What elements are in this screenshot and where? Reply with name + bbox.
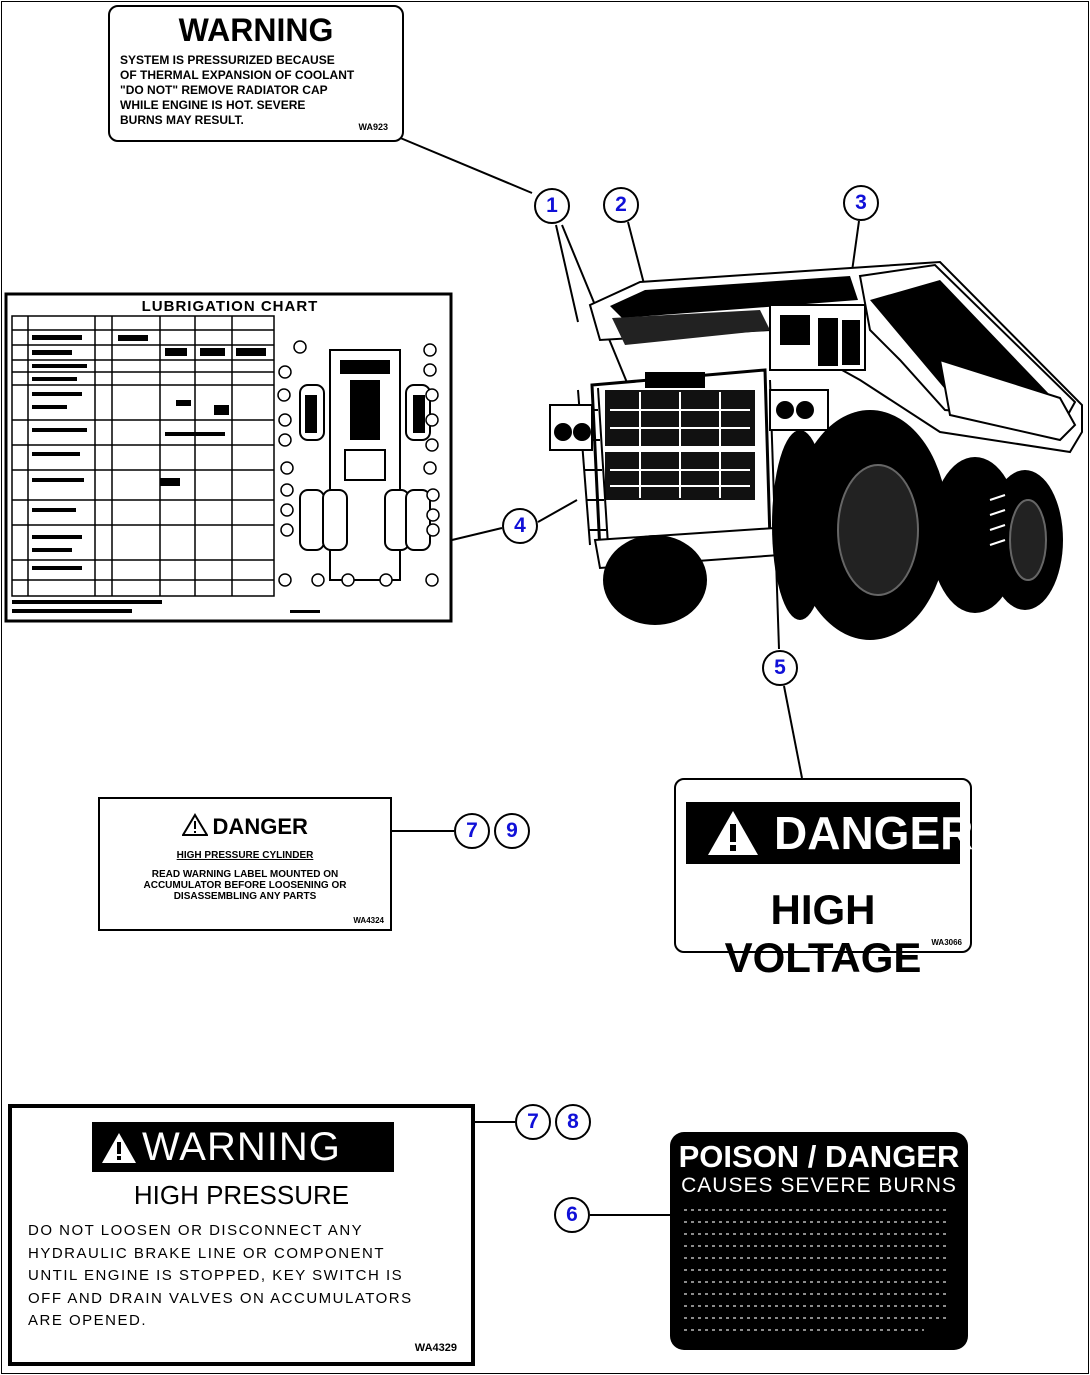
decal-title: DANGER <box>774 807 974 859</box>
callout-7: 7 <box>454 813 490 849</box>
decal-line: OF THERMAL EXPANSION OF COOLANT <box>120 68 355 82</box>
haul-truck-illustration <box>549 260 1083 640</box>
high-voltage-danger-decal: DANGER HIGH VOLTAGE WA3066 <box>674 778 973 981</box>
radiator-warning-decal: WARNING SYSTEM IS PRESSURIZED BECAUSE OF… <box>108 5 404 142</box>
lubrication-chart-title: LUBRIGATION CHART <box>141 298 319 315</box>
callout-5: 5 <box>762 650 798 686</box>
brake-warning-decal: WARNING HIGH PRESSURE DO NOT LOOSEN OR D… <box>8 1104 475 1366</box>
decal-line: UNTIL ENGINE IS STOPPED, KEY SWITCH IS <box>28 1267 404 1284</box>
decal-line: WHILE ENGINE IS HOT. SEVERE <box>120 98 306 112</box>
callout-9: 9 <box>494 813 530 849</box>
decal-code: WA4329 <box>414 1342 457 1354</box>
decal-line: ARE OPENED. <box>28 1312 148 1329</box>
decal-line: "DO NOT" REMOVE RADIATOR CAP <box>120 83 328 97</box>
decal-subtitle: CAUSES SEVERE BURNS <box>681 1174 957 1197</box>
decal-code: WA3066 <box>931 938 962 947</box>
decal-line: DO NOT LOOSEN OR DISCONNECT ANY <box>28 1222 364 1239</box>
decal-subtitle: HIGH PRESSURE CYLINDER <box>176 850 314 861</box>
decal-code: WA923 <box>358 122 388 132</box>
decal-line: OFF AND DRAIN VALVES ON ACCUMULATORS <box>28 1289 413 1307</box>
callout-1: 1 <box>534 188 570 224</box>
decal-subtitle: HIGH VOLTAGE <box>724 886 922 981</box>
decal-line: ACCUMULATOR BEFORE LOOSENING OR <box>143 880 347 891</box>
decal-line: SYSTEM IS PRESSURIZED BECAUSE <box>120 53 335 67</box>
poison-danger-decal: POISON / DANGER CAUSES SEVERE BURNS <box>670 1132 968 1350</box>
warning-triangle-icon <box>102 1133 136 1163</box>
decal-line: DISASSEMBLING ANY PARTS <box>173 891 317 902</box>
callout-2: 2 <box>603 187 639 223</box>
accumulator-danger-decal: DANGER HIGH PRESSURE CYLINDER READ WARNI… <box>98 797 392 931</box>
callout-4: 4 <box>502 508 538 544</box>
decal-title: POISON / DANGER <box>678 1139 960 1174</box>
lubrication-chart-art <box>4 292 453 623</box>
decal-subtitle: HIGH PRESSURE <box>133 1180 350 1210</box>
callout-3: 3 <box>843 185 879 221</box>
warning-triangle-icon <box>708 811 758 855</box>
decal-title: WARNING <box>142 1125 341 1169</box>
decal-line: READ WARNING LABEL MOUNTED ON <box>151 869 339 880</box>
callout-8: 8 <box>555 1104 591 1140</box>
danger-header-band: DANGER <box>686 802 973 864</box>
warning-header-band: WARNING <box>92 1122 394 1172</box>
callout-6: 6 <box>554 1197 590 1233</box>
decal-line: BURNS MAY RESULT. <box>120 113 244 127</box>
decal-fine-print <box>684 1209 949 1331</box>
decal-title: WARNING <box>178 12 334 48</box>
decal-line: HYDRAULIC BRAKE LINE OR COMPONENT <box>28 1244 386 1262</box>
decal-code: WA4324 <box>353 916 384 925</box>
decal-title: DANGER <box>212 814 308 839</box>
callout-7: 7 <box>515 1104 551 1140</box>
warning-triangle-icon <box>181 813 209 836</box>
